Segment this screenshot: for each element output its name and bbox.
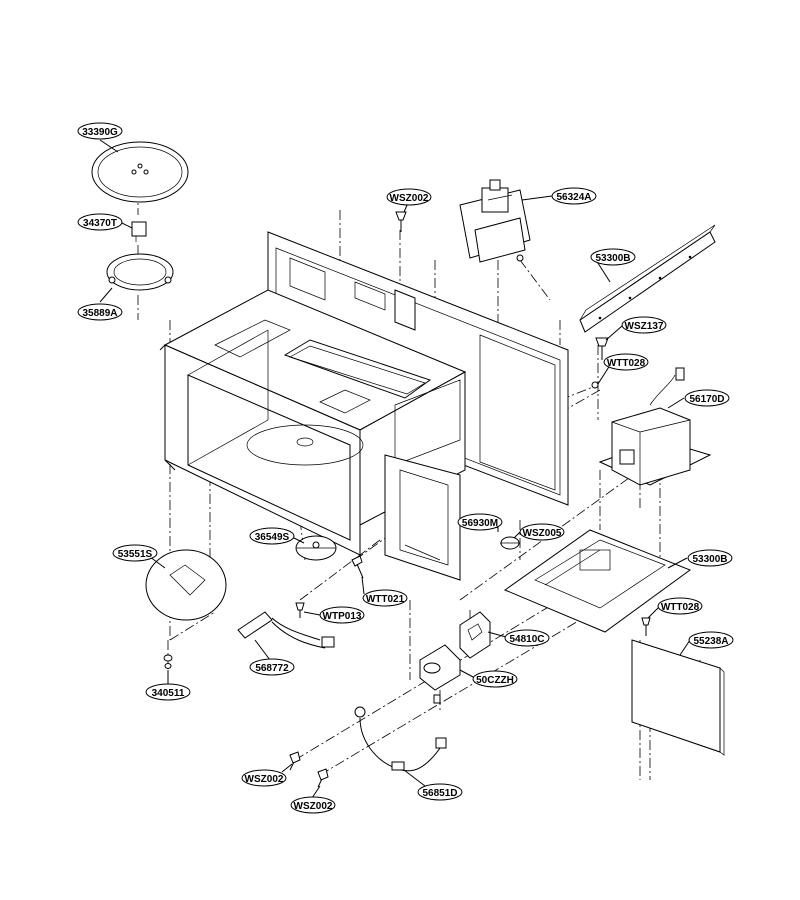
wire-harness-568772 xyxy=(237,611,335,649)
label-WSZ137: WSZ137 xyxy=(621,316,667,334)
screw-wsz137 xyxy=(595,337,609,360)
label-35889A-text: 35889A xyxy=(82,308,117,319)
label-leader-lines xyxy=(99,139,691,799)
label-33390G: 33390G xyxy=(77,122,123,140)
label-WTT021-text: WTT021 xyxy=(366,594,405,605)
label-WSZ002-top: WSZ002 xyxy=(386,188,432,206)
label-34370T: 34370T xyxy=(77,213,123,231)
label-WSZ005-text: WSZ005 xyxy=(523,528,562,539)
high-voltage-capacitor xyxy=(419,644,461,704)
label-WSZ137-text: WSZ137 xyxy=(625,321,664,332)
washer-340511 xyxy=(163,654,173,669)
label-56851D-text: 56851D xyxy=(422,788,457,799)
label-56324A: 56324A xyxy=(551,187,597,205)
label-56324A-text: 56324A xyxy=(556,192,591,203)
base-plate xyxy=(503,529,692,633)
label-36549S-text: 36549S xyxy=(255,532,290,543)
capacitor-bracket xyxy=(459,611,491,659)
label-35889A: 35889A xyxy=(77,303,123,321)
choke-frame-assembly xyxy=(384,454,461,581)
label-34370T-text: 34370T xyxy=(83,218,117,229)
label-54810C: 54810C xyxy=(504,629,550,647)
label-55238A: 55238A xyxy=(688,631,734,649)
label-340511-text: 340511 xyxy=(152,688,185,699)
high-voltage-transformer xyxy=(598,367,712,486)
screw-wtt028-bottom xyxy=(641,617,651,636)
label-WTT028-bottom-text: WTT028 xyxy=(661,602,700,613)
label-56170D-text: 56170D xyxy=(689,394,724,405)
label-54810C-text: 54810C xyxy=(509,634,544,645)
label-WSZ002-top-text: WSZ002 xyxy=(390,193,429,204)
label-56930M: 56930M xyxy=(457,513,503,531)
label-WSZ002-bottom-1-text: WSZ002 xyxy=(245,774,284,785)
label-33390G-text: 33390G xyxy=(82,127,118,138)
rear-cover-plate xyxy=(631,639,725,756)
label-53300B-top: 53300B xyxy=(590,248,636,266)
screws-bottom xyxy=(289,751,329,788)
label-568772-text: 568772 xyxy=(255,663,289,674)
label-56930M-text: 56930M xyxy=(462,518,498,529)
label-WSZ002-bottom-2-text: WSZ002 xyxy=(294,801,333,812)
label-53300B-bottom: 53300B xyxy=(687,549,733,567)
top-mounting-rail xyxy=(579,224,716,333)
roller-ring xyxy=(106,253,174,291)
label-53551S: 53551S xyxy=(112,544,158,562)
screw-wtt021 xyxy=(351,555,364,579)
label-53300B-bottom-text: 53300B xyxy=(692,554,727,565)
turntable-glass-tray xyxy=(91,141,189,203)
screw-wtt028-top xyxy=(591,381,599,389)
label-WTT028-bottom: WTT028 xyxy=(657,597,703,615)
label-WSZ005: WSZ005 xyxy=(519,523,565,541)
label-WSZ002-bottom-1: WSZ002 xyxy=(241,769,287,787)
label-WTT028-top: WTT028 xyxy=(603,353,649,371)
label-340511: 340511 xyxy=(145,683,191,701)
part-labels: 33390G 34370T 35889A WSZ002 56324A 53300… xyxy=(77,122,734,814)
label-WTT028-top-text: WTT028 xyxy=(607,358,646,369)
magnetron xyxy=(459,179,531,263)
label-56851D: 56851D xyxy=(417,783,463,801)
turntable-motor xyxy=(295,535,337,561)
screw-top xyxy=(395,211,407,232)
label-WSZ002-bottom-2: WSZ002 xyxy=(290,796,336,814)
oven-cavity-assembly xyxy=(159,231,569,556)
coupler-part xyxy=(131,221,147,242)
label-50CZZH-text: 50CZZH xyxy=(476,675,514,686)
motor-cover xyxy=(145,549,227,621)
label-WTP013-text: WTP013 xyxy=(323,611,362,622)
label-53551S-text: 53551S xyxy=(118,549,153,560)
label-568772: 568772 xyxy=(249,658,295,676)
label-56170D: 56170D xyxy=(684,389,730,407)
wire-harness-56851D xyxy=(354,706,447,772)
label-55238A-text: 55238A xyxy=(693,636,728,647)
label-WTP013: WTP013 xyxy=(319,606,365,624)
label-53300B-top-text: 53300B xyxy=(595,253,630,264)
screw-wtp013 xyxy=(295,602,305,618)
label-WTT021: WTT021 xyxy=(362,589,408,607)
label-36549S: 36549S xyxy=(249,527,295,545)
label-50CZZH: 50CZZH xyxy=(472,670,518,688)
